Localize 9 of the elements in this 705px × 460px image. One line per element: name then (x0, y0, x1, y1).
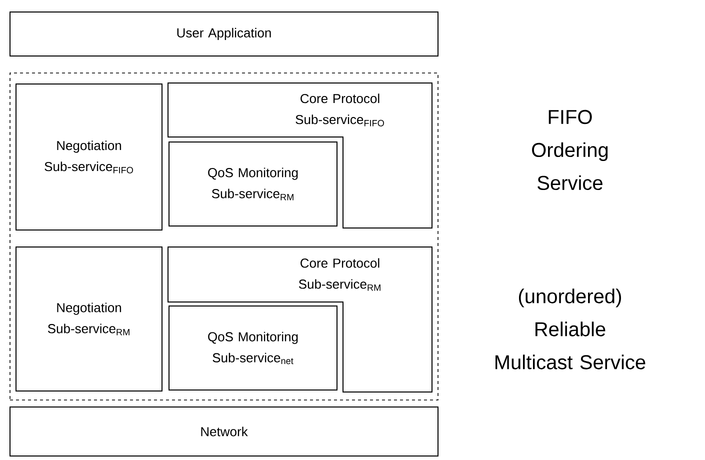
layer-box: QoS Monitoring Sub-service$_{net}$ (168, 305, 338, 390)
layer-box: QoS Monitoring Sub-service$_{RM}$ (168, 142, 338, 226)
service-label: (unordered) Reliable Multicast Service (496, 288, 646, 370)
layer-box: Network (10, 406, 438, 456)
layer-box: Negotiation Sub-service$_{RM}$ (16, 246, 162, 392)
service-group-box (10, 72, 438, 400)
service-label: FIFO Ordering Service (532, 110, 608, 190)
layer-box: Negotiation Sub-service$_{FIFO}$ (16, 84, 162, 230)
layer-box: User Application (10, 12, 438, 56)
